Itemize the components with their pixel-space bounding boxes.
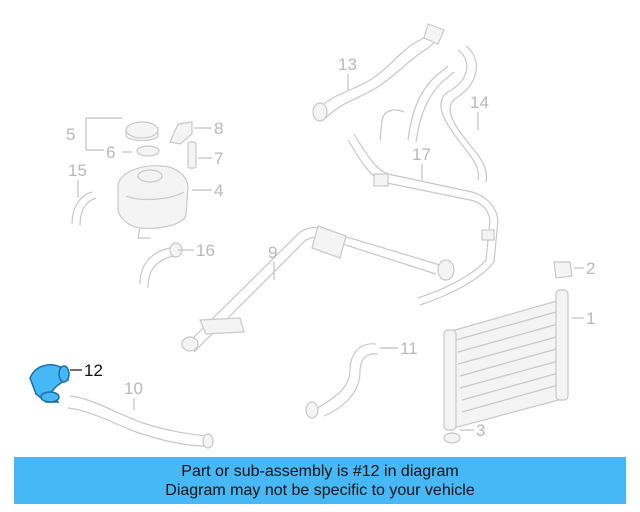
- part-4-expansion-tank[interactable]: [117, 165, 189, 239]
- callout-2: 2: [586, 259, 595, 278]
- callout-8: 8: [214, 119, 223, 138]
- part-11-hose[interactable]: [305, 343, 379, 419]
- part-1-radiator[interactable]: [443, 289, 569, 431]
- part-15-tube[interactable]: [71, 191, 97, 227]
- part-3-nut[interactable]: [443, 432, 461, 444]
- callout-3: 3: [476, 421, 485, 440]
- part-14-hose[interactable]: [440, 45, 488, 183]
- callout-13: 13: [338, 55, 357, 74]
- part-6-gasket[interactable]: [136, 145, 160, 157]
- banner-line-part: Part or sub-assembly is #12 in diagram: [181, 462, 459, 480]
- parts-diagram: 1 2 3 4 5 6 7 8 9 10 11 12 13 14 15 16 1…: [29, 23, 595, 449]
- callout-15: 15: [68, 161, 87, 180]
- part-8-clip[interactable]: [169, 121, 193, 145]
- callout-9: 9: [268, 243, 277, 262]
- part-7-sensor[interactable]: [187, 141, 197, 169]
- part-2-bracket[interactable]: [553, 261, 573, 279]
- part-16-hose[interactable]: [139, 242, 183, 289]
- part-5-cap[interactable]: [125, 121, 159, 142]
- callout-14: 14: [470, 93, 489, 112]
- part-17-pipe-assembly[interactable]: [347, 65, 499, 306]
- part-10-lower-hose[interactable]: [67, 395, 214, 449]
- callout-5: 5: [66, 125, 75, 144]
- callout-6: 6: [106, 143, 115, 162]
- callout-17: 17: [412, 145, 431, 164]
- callout-11: 11: [400, 339, 418, 358]
- part-12-elbow-hose[interactable]: [29, 364, 70, 403]
- callout-leaders: [70, 74, 584, 431]
- callout-7: 7: [214, 149, 223, 168]
- callout-1: 1: [586, 309, 595, 328]
- callout-16: 16: [196, 241, 215, 260]
- callout-10: 10: [124, 379, 143, 398]
- callout-labels: 1 2 3 4 5 6 7 8 9 10 11 12 13 14 15 16 1…: [66, 55, 595, 440]
- banner-line-disclaimer: Diagram may not be specific to your vehi…: [165, 481, 475, 499]
- callout-4: 4: [214, 181, 223, 200]
- part-9-coolant-pipe[interactable]: [181, 225, 455, 353]
- info-banner: Part or sub-assembly is #12 in diagram D…: [14, 457, 626, 504]
- callout-12: 12: [84, 361, 103, 380]
- part-13-upper-hose[interactable]: [312, 23, 445, 122]
